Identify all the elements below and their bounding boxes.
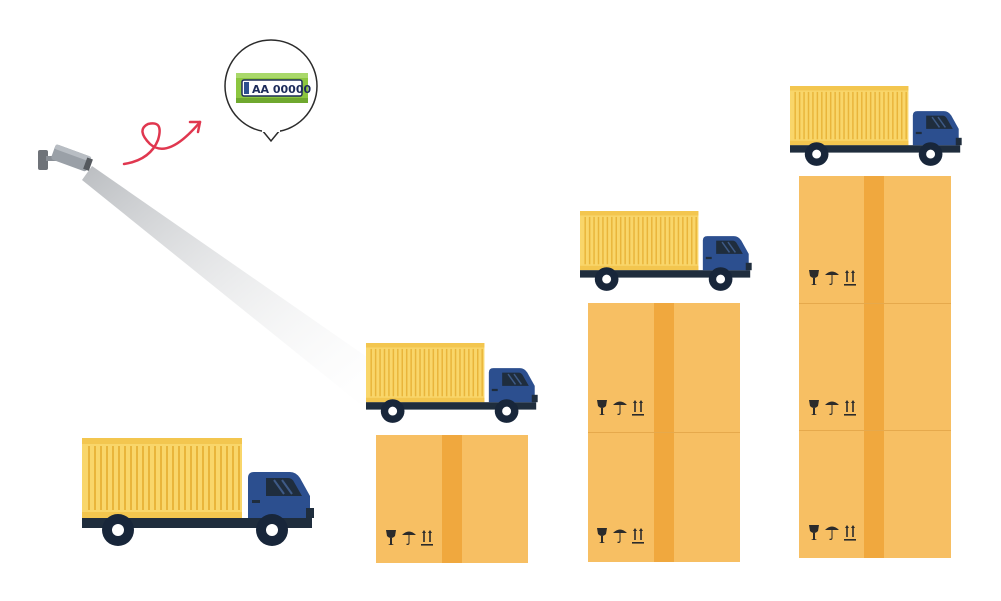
- truck-level-1: [365, 342, 539, 424]
- truck-level-2: [579, 210, 753, 292]
- camera-beam: [82, 166, 400, 420]
- box-stack-level-1: [376, 435, 528, 563]
- truck-level-0: [81, 437, 315, 547]
- truck-level-3: [789, 85, 963, 167]
- box-stack-level-2: [588, 303, 740, 562]
- license-plate-text: AA 00000: [252, 83, 311, 96]
- curly-arrow-head: [188, 120, 202, 134]
- license-plate-icon: AA 00000: [224, 39, 318, 143]
- camera-icon: [38, 144, 93, 172]
- box-stack-level-3: [799, 176, 951, 558]
- curly-arrow-icon: [122, 120, 202, 166]
